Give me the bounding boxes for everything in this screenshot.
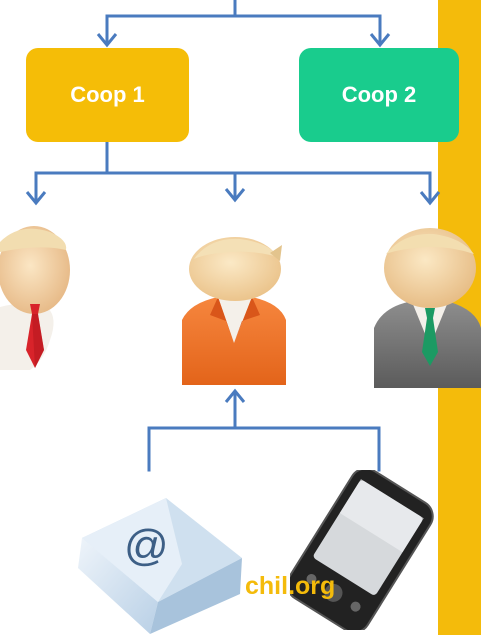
coop-2-label: Coop 2: [341, 82, 417, 107]
person-gray-suit-icon: [374, 228, 481, 388]
email-envelope-icon: @: [78, 498, 242, 634]
coop-2-box: Coop 2: [299, 48, 459, 142]
person-orange-suit-icon: [182, 237, 286, 385]
coop-1-label: Coop 1: [70, 82, 145, 107]
coop-1-box: Coop 1: [26, 48, 189, 142]
smartphone-icon: [290, 470, 434, 630]
svg-text:@: @: [124, 521, 169, 570]
site-url-label: chil.org: [245, 572, 336, 600]
person-red-tie-icon: [0, 226, 70, 370]
